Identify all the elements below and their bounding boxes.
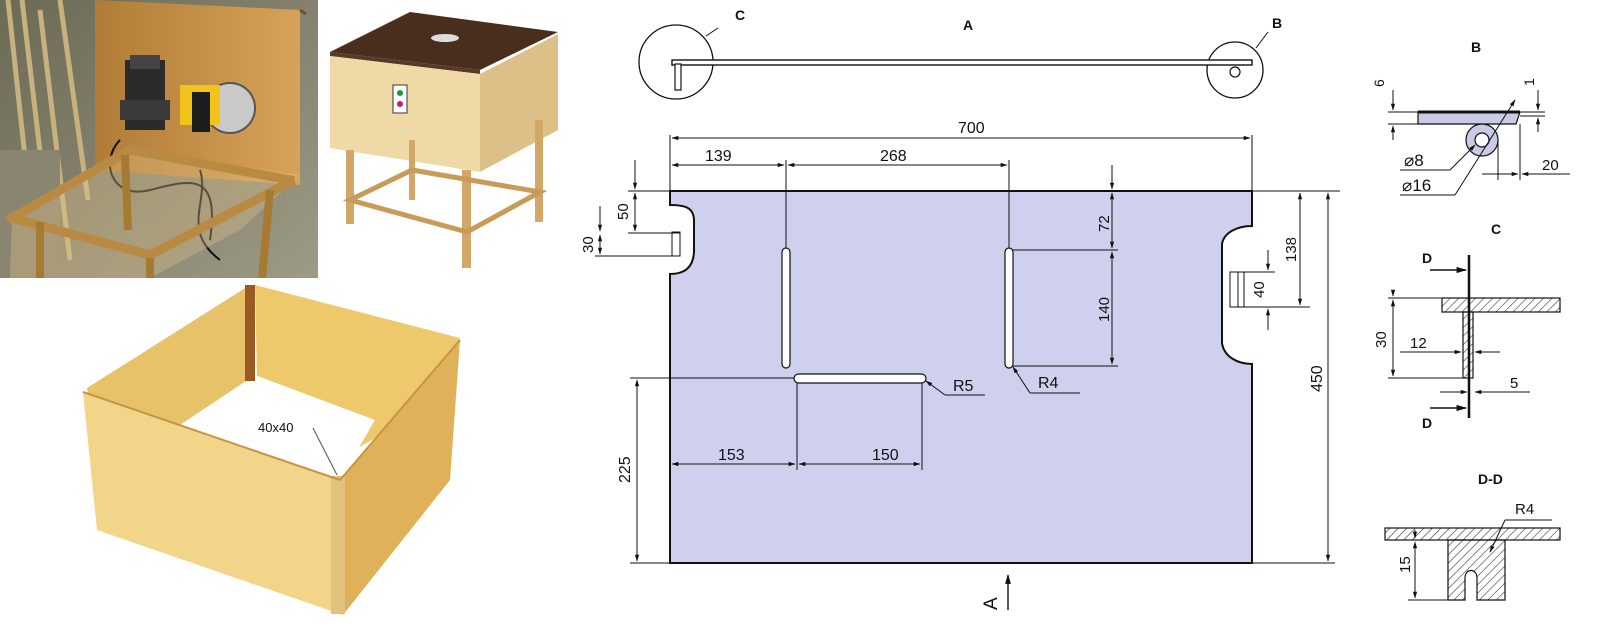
detail-dd-title: D-D	[1478, 471, 1503, 487]
dim-225: 225	[617, 456, 634, 483]
dim-40: 40	[1251, 281, 1268, 298]
workshop-photo-illustration	[0, 0, 318, 278]
dim-268: 268	[880, 148, 907, 165]
rendered-table-illustration	[320, 0, 570, 278]
dim-b-dia16: ⌀16	[1402, 176, 1431, 195]
workshop-photo	[0, 0, 318, 278]
radius-dd-r4: R4	[1515, 501, 1534, 518]
dim-50: 50	[615, 203, 632, 220]
detail-dd: D-D R4 15	[1384, 471, 1561, 601]
slot-left	[781, 247, 791, 369]
section-arrow-a-label: A	[981, 597, 1002, 610]
top-view-plate	[671, 59, 1253, 66]
technical-drawing: C B A 700 139 268	[575, 0, 1600, 629]
mark-d-top: D	[1422, 250, 1432, 266]
dim-b-20: 20	[1542, 157, 1559, 174]
callout-b-label: B	[1272, 15, 1282, 31]
post-size-label: 40x40	[258, 420, 293, 435]
detail-b: B 6 1 20 ⌀8 ⌀16	[1371, 39, 1570, 196]
detail-c-title: C	[1491, 221, 1501, 237]
dim-30: 30	[580, 236, 597, 253]
slot-lower	[793, 373, 927, 384]
rendered-frame-illustration: 40x40	[75, 280, 470, 620]
dim-153: 153	[718, 447, 745, 464]
dim-700: 700	[958, 120, 985, 137]
plan-view: 700 139 268 50 30 72 140	[580, 120, 1340, 610]
rendered-frame: 40x40	[75, 280, 470, 620]
view-a-title: A	[963, 17, 973, 33]
plate-outline	[669, 190, 1253, 564]
detail-b-title: B	[1471, 39, 1481, 55]
dim-dd-15: 15	[1397, 556, 1414, 573]
rendered-table	[320, 0, 570, 278]
callout-c-label: C	[735, 7, 745, 23]
dim-c-30: 30	[1373, 331, 1390, 348]
detail-c: C D D 30 12 5	[1373, 221, 1561, 431]
dim-150: 150	[872, 447, 899, 464]
dim-c-12: 12	[1410, 335, 1427, 352]
mark-d-bottom: D	[1422, 415, 1432, 431]
dim-b-1: 1	[1521, 78, 1537, 86]
dim-140: 140	[1096, 297, 1113, 322]
radius-r5: R5	[953, 378, 974, 395]
dim-b-6: 6	[1371, 79, 1387, 87]
dim-b-dia8: ⌀8	[1404, 151, 1424, 170]
callout-circle-b	[1206, 41, 1264, 99]
dim-138: 138	[1283, 237, 1300, 262]
dim-450: 450	[1309, 365, 1326, 392]
drawing-svg: C B A 700 139 268	[580, 7, 1570, 610]
top-view: C B A	[638, 7, 1282, 100]
slot-right	[1004, 247, 1014, 369]
dim-c-5: 5	[1510, 375, 1518, 392]
dim-72: 72	[1096, 215, 1113, 232]
radius-r4: R4	[1038, 375, 1059, 392]
dim-139: 139	[705, 148, 732, 165]
